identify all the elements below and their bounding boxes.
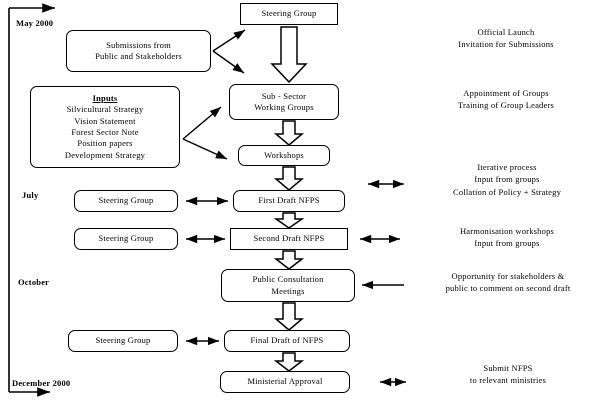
- steering-group-final-label: Steering Group: [95, 335, 151, 346]
- block-arrow-seconddraft-to-consult: [273, 250, 305, 270]
- steering-group-final-box[interactable]: Steering Group: [68, 330, 178, 352]
- workshops-box[interactable]: Workshops: [238, 145, 330, 166]
- note-harmonisation-line-2: Input from groups: [474, 238, 540, 249]
- block-arrow-subsector-to-workshops: [273, 120, 305, 146]
- sub-sector-line-1: Sub - Sector: [261, 90, 307, 101]
- arrow-submissions-to-subsector: [212, 50, 245, 74]
- inputs-item-forest-sector-note: Forest Sector Note: [71, 127, 139, 137]
- sub-sector-working-groups-box[interactable]: Sub - Sector Working Groups: [229, 84, 339, 120]
- first-draft-nfps-label: First Draft NFPS: [258, 195, 320, 206]
- note-official-launch: Official Launch Invitation for Submissio…: [416, 26, 596, 51]
- steering-group-july-label: Steering Group: [98, 195, 154, 206]
- submissions-line-1: Submissions from: [106, 39, 171, 50]
- inputs-item-position-papers: Position papers: [77, 138, 133, 149]
- sub-sector-line-2: Working Groups: [254, 102, 314, 112]
- steering-group-july-box[interactable]: Steering Group: [74, 190, 178, 212]
- inputs-box-title: Inputs: [92, 92, 118, 103]
- submissions-box[interactable]: Submissions from Public and Stakeholders: [66, 30, 211, 72]
- submissions-line-2: Public and Stakeholders: [95, 51, 182, 61]
- timeline-label-december: December 2000: [12, 378, 71, 388]
- note-official-launch-line-2: Invitation for Submissions: [458, 39, 554, 50]
- note-iterative-process: Iterative process Input from groups Coll…: [412, 161, 602, 198]
- note-appointment-line-1: Appointment of Groups: [463, 88, 549, 98]
- steering-group-top-box[interactable]: Steering Group: [240, 3, 338, 25]
- arrow-inputs-to-workshops: [182, 138, 228, 160]
- second-draft-nfps-box[interactable]: Second Draft NFPS: [230, 228, 348, 250]
- public-consultation-line-2: Meetings: [271, 285, 305, 296]
- block-arrow-finaldraft-to-ministerial: [273, 352, 305, 372]
- workshops-label: Workshops: [264, 149, 304, 160]
- timeline-label-july: July: [22, 190, 39, 200]
- second-draft-nfps-label: Second Draft NFPS: [253, 233, 325, 244]
- ministerial-approval-label: Ministerial Approval: [247, 376, 323, 387]
- steering-group-top-label: Steering Group: [261, 8, 317, 19]
- note-iterative-line-2: Input from groups: [474, 174, 540, 185]
- note-iterative-line-3: Collation of Policy + Strategy: [452, 186, 562, 197]
- note-appointment-of-groups: Appointment of Groups Training of Group …: [416, 87, 596, 112]
- note-appointment-line-2: Training of Group Leaders: [457, 100, 555, 111]
- final-draft-of-nfps-box[interactable]: Final Draft of NFPS: [224, 330, 350, 352]
- note-harmonisation-line-1: Harmonisation workshops: [459, 226, 555, 236]
- note-submit-nfps-line-1: Submit NFPS: [483, 363, 533, 373]
- note-harmonisation: Harmonisation workshops Input from group…: [412, 225, 602, 250]
- block-arrow-firstdraft-to-seconddraft: [273, 212, 305, 229]
- note-submit-nfps-line-2: to relevant ministries: [469, 375, 547, 386]
- steering-group-second-box[interactable]: Steering Group: [74, 228, 178, 250]
- timeline-label-october: October: [18, 277, 50, 287]
- steering-group-second-label: Steering Group: [98, 233, 154, 244]
- final-draft-of-nfps-label: Final Draft of NFPS: [250, 335, 324, 346]
- public-consultation-line-1: Public Consultation: [252, 274, 324, 285]
- inputs-item-development-strategy: Development Strategy: [64, 149, 146, 160]
- block-arrow-steering-to-subsector: [270, 26, 308, 84]
- public-consultation-meetings-box[interactable]: Public Consultation Meetings: [221, 269, 355, 302]
- timeline-label-may: May 2000: [16, 18, 54, 28]
- note-public-comment-line-2: public to comment on second draft: [445, 283, 571, 294]
- block-arrow-consult-to-finaldraft: [273, 302, 305, 331]
- note-iterative-line-1: Iterative process: [477, 162, 537, 172]
- arrow-submissions-to-steering: [212, 29, 246, 52]
- first-draft-nfps-box[interactable]: First Draft NFPS: [233, 190, 345, 212]
- ministerial-approval-box[interactable]: Ministerial Approval: [220, 371, 350, 393]
- note-public-comment: Opportunity for stakeholders & public to…: [406, 270, 610, 295]
- timeline-axis: [8, 3, 55, 397]
- inputs-box[interactable]: Inputs Silvicultural Strategy Vision Sta…: [30, 86, 180, 168]
- note-official-launch-line-1: Official Launch: [477, 27, 535, 37]
- inputs-item-vision-statement: Vision Statement: [74, 115, 136, 126]
- note-public-comment-line-1: Opportunity for stakeholders &: [451, 271, 565, 281]
- inputs-item-silvicultural-strategy: Silvicultural Strategy: [66, 104, 144, 115]
- note-submit-nfps: Submit NFPS to relevant ministries: [418, 362, 598, 387]
- block-arrow-workshops-to-firstdraft: [273, 166, 305, 191]
- arrow-inputs-to-subsector: [182, 106, 222, 140]
